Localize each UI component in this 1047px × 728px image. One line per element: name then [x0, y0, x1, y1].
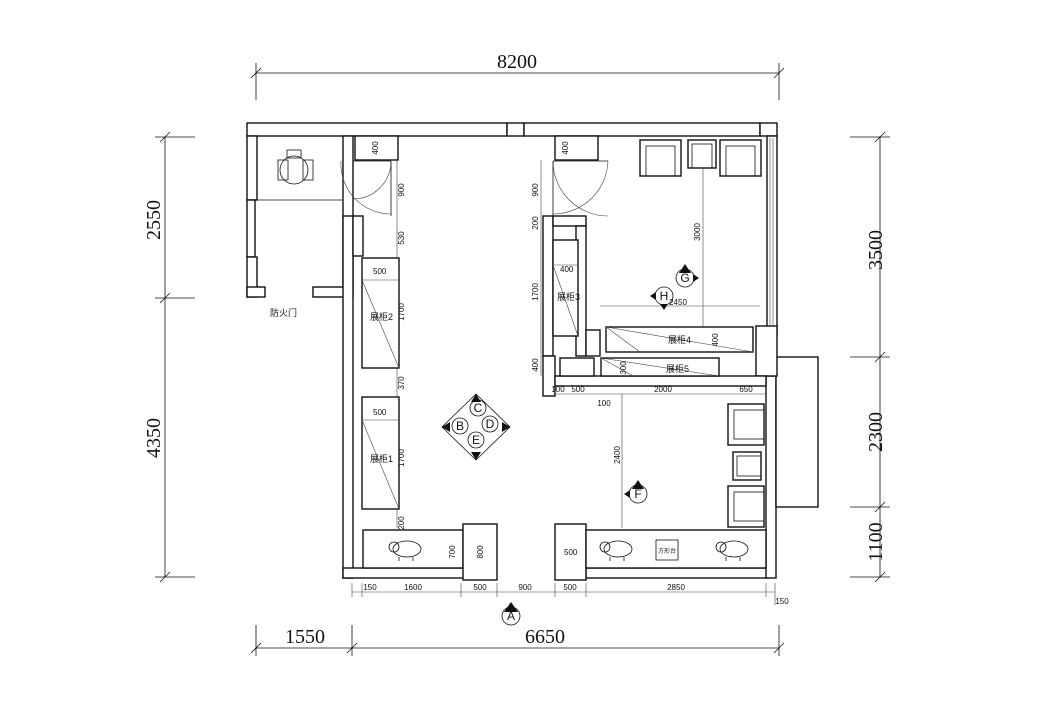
chain-dimension: 650 — [739, 385, 753, 394]
dim-text: 700 — [448, 545, 457, 559]
pillar-box — [559, 357, 595, 377]
bottom-chain: 150 1600 500 900 500 2850 150 — [351, 583, 789, 606]
dim-text: 900 — [531, 183, 540, 197]
dim-text: 1700 — [397, 303, 406, 321]
top-dimension: 8200 — [250, 51, 785, 100]
chain-dimension: 1600 — [404, 583, 422, 592]
dim-text: 300 — [619, 361, 628, 375]
office-chair — [277, 149, 314, 185]
left-dimensions: 2550 4350 — [143, 131, 195, 583]
fire-door-label: 防火门 — [270, 307, 297, 318]
left-upper-dimension-text: 2550 — [143, 200, 165, 240]
dim-text: 1700 — [531, 283, 540, 301]
marker-letter: E — [472, 433, 480, 447]
dim-text: 500 — [373, 267, 387, 276]
display-cabinet-3: 400 展柜3 — [552, 239, 580, 337]
view-marker-f: F — [624, 480, 648, 504]
walls — [246, 122, 819, 579]
view-marker-g: G — [675, 264, 699, 288]
marker-letter: H — [660, 289, 669, 303]
marker-letter: D — [486, 417, 495, 431]
dim-text: 530 — [397, 231, 406, 245]
dim-text: 900 — [397, 183, 406, 197]
chain-dimension: 2000 — [654, 385, 672, 394]
dim-text: 400 — [711, 333, 720, 347]
marker-letter: C — [474, 401, 483, 415]
counter-right: 500 方形台 — [554, 523, 767, 581]
bottom-right-dimension-text: 6650 — [525, 626, 565, 648]
dim-text: 200 — [397, 516, 406, 530]
elephant-decoration-icon — [599, 540, 633, 561]
dim-text: 400 — [561, 141, 570, 155]
pillar-box — [554, 135, 599, 161]
pillar-box — [354, 135, 399, 161]
marker-letter: B — [456, 419, 464, 433]
cabinet-3-label: 展柜3 — [557, 291, 580, 302]
bottom-left-dimension-text: 1550 — [285, 626, 325, 648]
middle-inner-chain: 900 200 1700 400 — [531, 160, 542, 376]
chain-dimension: 500 — [571, 385, 585, 394]
elephant-decoration-icon — [388, 540, 422, 561]
left-lower-dimension-text: 4350 — [143, 418, 165, 458]
cabinet-1-label: 展柜1 — [370, 453, 393, 464]
display-cabinet-1: 500 展柜1 — [361, 396, 400, 510]
view-marker-h: H — [650, 286, 674, 310]
dim-text: 2400 — [613, 446, 622, 464]
dim-text: 400 — [531, 358, 540, 372]
elephant-decoration-icon — [715, 540, 749, 561]
dim-text: 3000 — [693, 223, 702, 241]
chain-dimension: 2850 — [667, 583, 685, 592]
chain-dimension: 150 — [775, 597, 789, 606]
mid-chain: 100 500 2000 650 100 — [551, 385, 766, 408]
cabinet-4-label: 展柜4 — [668, 334, 691, 345]
chain-dimension: 500 — [473, 583, 487, 592]
chain-dimension: 100 — [597, 399, 611, 408]
top-dimension-text: 8200 — [497, 51, 537, 73]
marker-letter: A — [507, 609, 515, 623]
cabinet-5-label: 展柜5 — [666, 363, 689, 374]
dim-text: 500 — [564, 548, 578, 557]
desk-label: 方形台 — [658, 547, 676, 555]
display-cabinet-4: 展柜4 400 — [605, 326, 754, 353]
right-sofa-group — [727, 403, 765, 528]
chain-dimension: 150 — [363, 583, 377, 592]
display-cabinet-5: 展柜5 300 — [600, 357, 720, 377]
dim-text: 500 — [373, 408, 387, 417]
dim-text: 1700 — [397, 449, 406, 467]
right-mid-dimension-text: 2300 — [865, 412, 887, 452]
sofa-group — [639, 139, 762, 177]
view-marker-cluster: C B D E — [441, 393, 511, 461]
marker-letter: G — [680, 271, 689, 285]
right-lower-dimension-text: 1100 — [865, 522, 887, 561]
marker-letter: F — [634, 487, 641, 501]
display-cabinet-2: 500 展柜2 — [361, 257, 400, 369]
dim-text: 2450 — [669, 298, 687, 307]
dim-text: 200 — [531, 216, 540, 230]
right-dimensions: 3500 2300 1100 — [850, 131, 890, 583]
view-marker-a: A — [501, 602, 521, 626]
right-upper-dimension-text: 3500 — [865, 230, 887, 270]
bottom-dimensions: 1550 6650 — [250, 625, 785, 656]
cabinet-2-label: 展柜2 — [370, 311, 393, 322]
dim-text: 400 — [560, 265, 574, 274]
doors — [340, 160, 609, 217]
dim-text: 400 — [371, 141, 380, 155]
chain-dimension: 900 — [518, 583, 532, 592]
dim-text: 800 — [476, 545, 485, 559]
chain-dimension: 500 — [563, 583, 577, 592]
dim-text: 370 — [397, 376, 406, 390]
chain-dimension: 100 — [551, 385, 565, 394]
counter-left: 700 800 — [362, 523, 498, 581]
